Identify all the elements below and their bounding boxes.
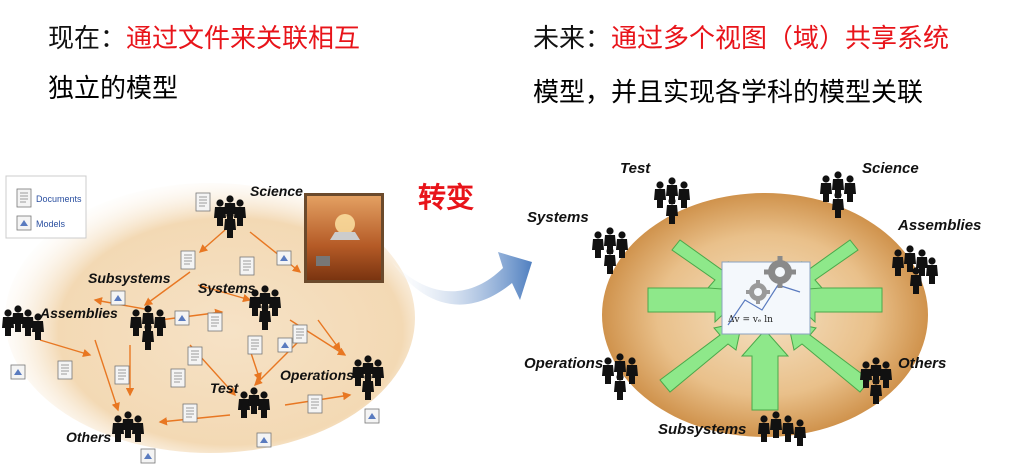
right-label-assemblies: Assemblies xyxy=(897,217,981,234)
legend-documents: Documents xyxy=(36,194,82,204)
person-group-icon xyxy=(602,353,638,400)
transform-label: 转变 xyxy=(418,181,475,214)
right-label-science: Science xyxy=(862,160,919,177)
right-label-test: Test xyxy=(620,160,651,177)
model-icon xyxy=(16,215,32,231)
green-arrows xyxy=(647,239,883,411)
caption-future-text1: 通过多个视图（域）共享系统 xyxy=(611,24,950,54)
legend: Documents Models xyxy=(5,175,87,239)
equation-text: Δv = vₑ ln xyxy=(728,315,773,325)
right-label-subsystems: Subsystems xyxy=(658,421,746,438)
document-icon xyxy=(16,188,32,208)
transition-arrow xyxy=(392,252,532,305)
caption-future-prefix: 未来： xyxy=(533,24,612,54)
legend-models: Models xyxy=(36,219,66,229)
person-group-icon xyxy=(238,387,270,418)
center-panel: Δv = vₑ ln xyxy=(721,256,811,335)
right-label-operations: Operations xyxy=(524,355,603,372)
caption-now-line2: 独立的模型 xyxy=(48,74,179,104)
left-label-subsystems: Subsystems xyxy=(88,270,171,286)
left-label-others: Others xyxy=(66,429,111,445)
left-label-systems: Systems xyxy=(198,280,256,296)
left-label-test: Test xyxy=(210,380,240,396)
person-group-icon xyxy=(112,411,144,442)
caption-now-text1: 通过文件来关联相互 xyxy=(126,24,361,54)
left-label-operations: Operations xyxy=(280,367,354,383)
gear-icon xyxy=(746,280,770,304)
caption-future-line2: 模型，并且实现各学科的模型关联 xyxy=(533,78,924,108)
caption-future-line1: 未来：通过多个视图（域）共享系统 xyxy=(533,26,949,52)
caption-now-prefix: 现在： xyxy=(48,24,127,54)
right-label-others: Others xyxy=(898,355,946,372)
left-label-science: Science xyxy=(250,183,303,199)
right-label-systems: Systems xyxy=(527,209,589,226)
gear-icon xyxy=(764,256,796,288)
caption-now-line1: 现在：通过文件来关联相互 xyxy=(48,26,360,52)
mars-image-icon xyxy=(304,193,384,283)
left-label-assemblies: Assemblies xyxy=(39,305,118,321)
